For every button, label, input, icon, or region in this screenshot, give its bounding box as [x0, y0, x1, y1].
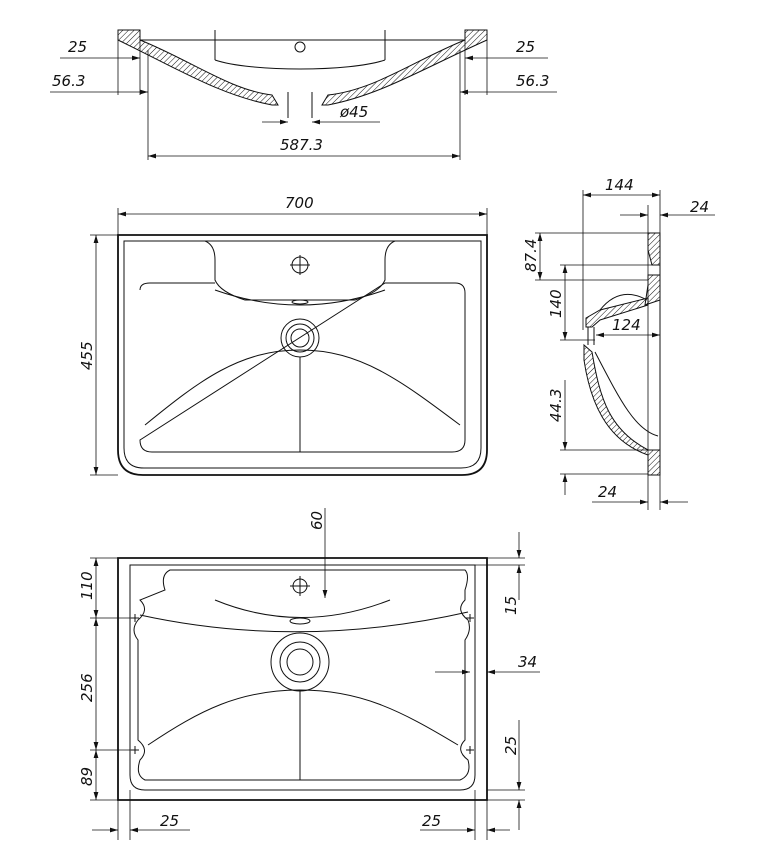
dim-drain-diameter: ø45 [339, 103, 368, 121]
dim-width: 700 [285, 194, 314, 212]
bottom-view: 60 110 15 256 34 25 89 25 25 [78, 508, 540, 840]
dim-inner-width: 587.3 [280, 136, 323, 154]
section-view: 25 56.3 25 56.3 ø45 587.3 [50, 29, 557, 160]
dim-offset-left: 56.3 [52, 72, 85, 90]
dim-depth: 455 [78, 341, 96, 370]
dim-mount-spacing: 256 [78, 673, 96, 702]
dim-drain-depth: 124 [612, 316, 641, 334]
dim-front-offset: 110 [78, 571, 96, 600]
dim-bottom-height: 44.3 [547, 389, 565, 422]
dim-rim-left: 25 [68, 38, 87, 56]
dim-right-offset: 15 [502, 596, 520, 615]
dim-top-thickness: 24 [690, 198, 709, 216]
dim-rear-right: 25 [502, 736, 520, 755]
side-view: 144 24 87.4 140 124 44.3 24 [522, 176, 715, 510]
dim-tap-offset: 140 [547, 289, 565, 318]
dim-right-edge: 25 [422, 812, 441, 830]
dim-offset-right: 56.3 [516, 72, 549, 90]
dim-side-depth: 144 [605, 176, 634, 194]
mount-hole-markers [131, 614, 474, 754]
dim-rear-offset: 89 [78, 767, 96, 786]
dim-rim-right: 25 [516, 38, 535, 56]
dim-tap-distance: 60 [308, 511, 326, 530]
dim-bottom-thickness: 24 [598, 483, 617, 501]
plan-view: 700 455 [78, 194, 488, 476]
dim-deck-height: 87.4 [522, 239, 540, 272]
dim-left-edge: 25 [160, 812, 179, 830]
dim-side-inset: 34 [518, 653, 537, 671]
